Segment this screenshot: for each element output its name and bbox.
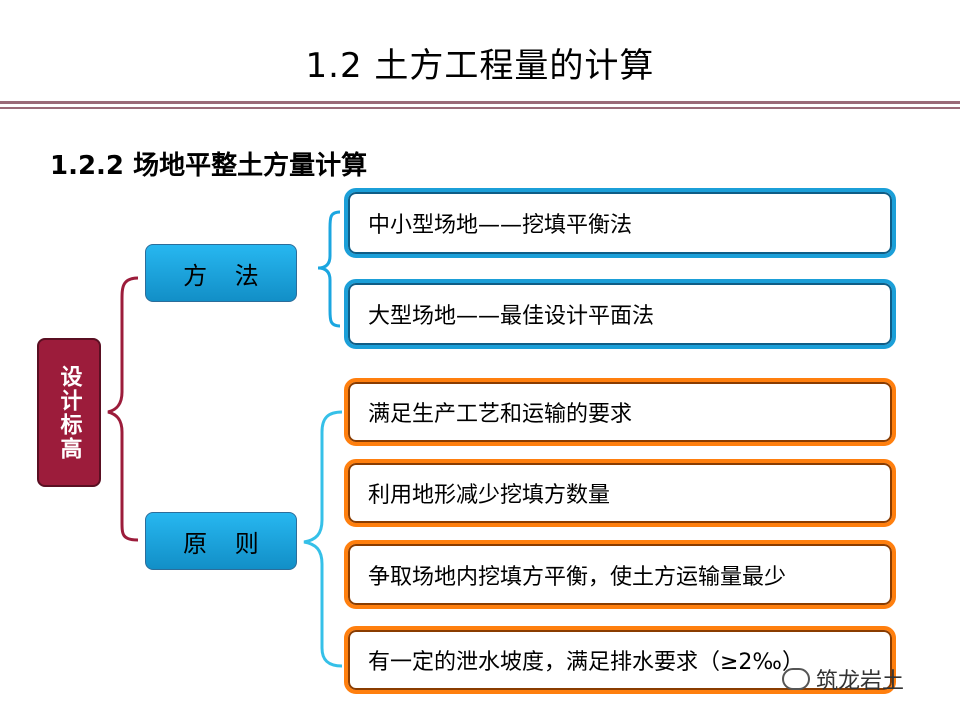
root-bracket (107, 276, 139, 542)
watermark-text: 筑龙岩土 (816, 669, 905, 694)
root-node-design-elevation: 设计标高 (37, 338, 101, 487)
title-divider-bottom (0, 107, 960, 109)
branch-node-principle: 原 则 (145, 512, 297, 570)
slide-title: 1.2 土方工程量的计算 (305, 46, 655, 86)
branch-node-method: 方 法 (145, 244, 297, 302)
method-item: 中小型场地——挖填平衡法 (344, 188, 896, 258)
title-divider-top (0, 101, 960, 104)
principle-item: 有一定的泄水坡度，满足排水要求（≥2‰） (344, 626, 896, 694)
method-bracket (317, 210, 341, 328)
principle-item: 利用地形减少挖填方数量 (344, 459, 896, 527)
method-item: 大型场地——最佳设计平面法 (344, 279, 896, 349)
principle-item: 满足生产工艺和运输的要求 (344, 378, 896, 446)
section-subtitle: 1.2.2 场地平整土方量计算 (50, 151, 368, 181)
wechat-icon (782, 668, 810, 690)
principle-item: 争取场地内挖填方平衡，使土方运输量最少 (344, 540, 896, 609)
watermark: 筑龙岩土 (782, 663, 904, 695)
principle-bracket (303, 410, 343, 668)
